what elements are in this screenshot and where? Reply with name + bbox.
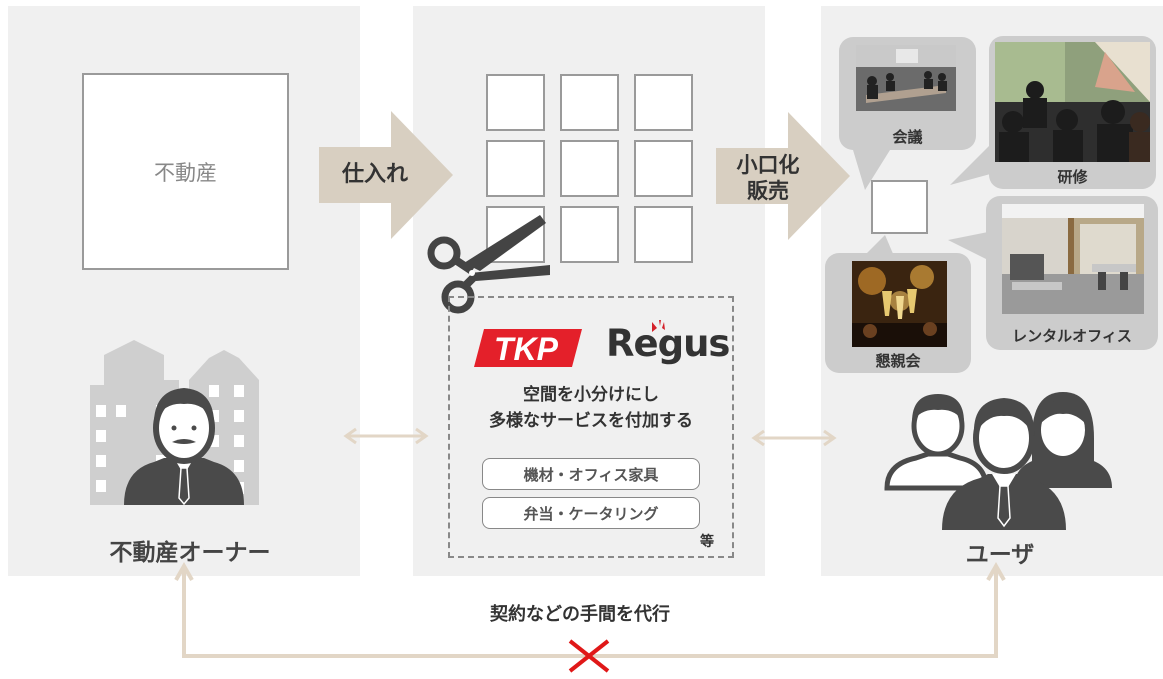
party-label: 懇親会 xyxy=(875,352,921,370)
training-bubble: 研修 xyxy=(989,36,1156,189)
users-group-icon xyxy=(884,392,1112,530)
meeting-photo xyxy=(856,45,956,111)
rental-office-photo xyxy=(1002,204,1144,314)
space-cell xyxy=(560,206,619,263)
user-role-label: ユーザ xyxy=(965,542,1035,568)
service-description-line2: 多様なサービスを付加する xyxy=(489,410,693,431)
meeting-label: 会議 xyxy=(892,128,923,146)
service-description-line1: 空間を小分けにし xyxy=(523,385,659,405)
space-cell xyxy=(560,74,619,131)
tkp-logo: TKP xyxy=(474,329,582,367)
bottom-caption: 契約などの手間を代行 xyxy=(490,604,670,625)
space-cell xyxy=(486,140,545,197)
cross-icon xyxy=(568,639,610,673)
party-bubble: 懇親会 xyxy=(825,253,971,373)
space-cell xyxy=(634,140,693,197)
property-label: 不動産 xyxy=(154,160,217,185)
training-label: 研修 xyxy=(1057,168,1088,186)
building-owner-icon xyxy=(90,340,259,506)
purchase-label: 仕入れ xyxy=(341,162,408,188)
etc-label: 等 xyxy=(700,534,714,550)
rental-office-bubble: レンタルオフィス xyxy=(986,196,1158,350)
svg-text:TKP: TKP xyxy=(494,331,559,367)
small-space-box xyxy=(871,180,928,234)
party-photo xyxy=(852,261,947,347)
purchase-arrow-icon xyxy=(319,111,453,239)
service-pill-catering: 弁当・ケータリング xyxy=(482,497,700,529)
service-pill-equipment: 機材・オフィス家具 xyxy=(482,458,700,490)
resale-label-line2: 販売 xyxy=(747,179,789,203)
space-cell xyxy=(634,206,693,263)
training-photo xyxy=(995,42,1150,162)
regus-mark-icon xyxy=(652,320,665,332)
property-box: 不動産 xyxy=(82,73,289,270)
owner-role-label: 不動産オーナー xyxy=(109,540,271,566)
rental-office-label: レンタルオフィス xyxy=(1012,327,1132,345)
operator-user-connector-icon xyxy=(751,429,837,447)
service-box xyxy=(448,296,734,558)
owner-operator-connector-icon xyxy=(343,427,429,445)
space-cell xyxy=(560,140,619,197)
space-cell xyxy=(486,74,545,131)
space-cell xyxy=(634,74,693,131)
regus-logo: Regus xyxy=(606,320,730,365)
resale-label: 小口化 販売 xyxy=(716,148,820,208)
resale-label-line1: 小口化 xyxy=(736,152,800,177)
service-description: 空間を小分けにし 多様なサービスを付加する xyxy=(448,383,734,434)
resale-arrow-icon xyxy=(716,112,850,240)
meeting-bubble: 会議 xyxy=(839,37,976,150)
